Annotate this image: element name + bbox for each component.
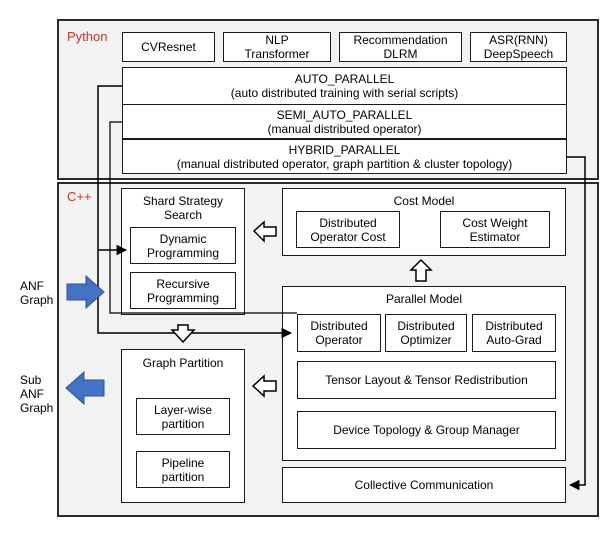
mode-hybrid-name: HYBRID_PARALLEL	[288, 142, 401, 157]
model-rec-sub: DLRM	[383, 47, 418, 61]
parallel-model-title: Parallel Model	[385, 292, 463, 306]
dynamic-programming-box: Dynamic Programming	[130, 227, 236, 264]
model-rec-text: Recommendation	[353, 33, 448, 47]
mode-semi-auto-parallel: SEMI_AUTO_PARALLEL(manual distributed op…	[122, 105, 567, 139]
shard-strategy-title: Shard Strategy Search	[142, 194, 224, 222]
layer-wise-partition-box: Layer-wise partition	[136, 398, 230, 435]
model-cv-text: CV	[141, 40, 158, 54]
mode-auto-name: AUTO_PARALLEL	[294, 72, 395, 86]
distributed-operator-box: Distributed Operator	[297, 314, 381, 352]
model-nlp-sub: Transformer	[244, 47, 310, 61]
mode-auto-desc: (auto distributed training with serial s…	[230, 86, 459, 100]
distributed-auto-grad-box: Distributed Auto-Grad	[472, 314, 556, 352]
model-asr-text: ASR(RNN)	[489, 33, 548, 47]
mode-auto-parallel: AUTO_PARALLEL(auto distributed training …	[122, 67, 567, 105]
device-topology-box: Device Topology & Group Manager	[297, 411, 556, 449]
distributed-operator-cost-box: Distributed Operator Cost	[296, 211, 400, 248]
cost-weight-estimator-box: Cost Weight Estimator	[440, 211, 550, 248]
model-nlp-text: NLP	[265, 33, 289, 47]
mode-hybrid-desc: (manual distributed operator, graph part…	[176, 156, 513, 171]
sub-anf-graph-label: Sub ANF Graph	[20, 373, 54, 415]
tensor-layout-box: Tensor Layout & Tensor Redistribution	[297, 361, 556, 399]
model-asr: ASR(RNN)DeepSpeech	[470, 32, 567, 62]
mode-semi-name: SEMI_AUTO_PARALLEL	[276, 107, 413, 122]
cost-model-title: Cost Model	[393, 194, 455, 208]
mode-hybrid-parallel: HYBRID_PARALLEL(manual distributed opera…	[122, 139, 567, 174]
mode-semi-desc: (manual distributed operator)	[267, 121, 422, 136]
recursive-programming-box: Recursive Programming	[130, 272, 236, 309]
graph-partition-title: Graph Partition	[142, 356, 224, 370]
model-asr-sub: DeepSpeech	[483, 47, 554, 61]
pipeline-partition-box: Pipeline partition	[136, 451, 230, 488]
python-label: Python	[67, 29, 108, 44]
distributed-optimizer-box: Distributed Optimizer	[385, 314, 467, 352]
anf-graph-label: ANF Graph	[20, 279, 54, 307]
collective-communication-box: Collective Communication	[282, 467, 566, 503]
model-cv-sub: Resnet	[157, 40, 196, 54]
cpp-label: C++	[67, 189, 92, 204]
